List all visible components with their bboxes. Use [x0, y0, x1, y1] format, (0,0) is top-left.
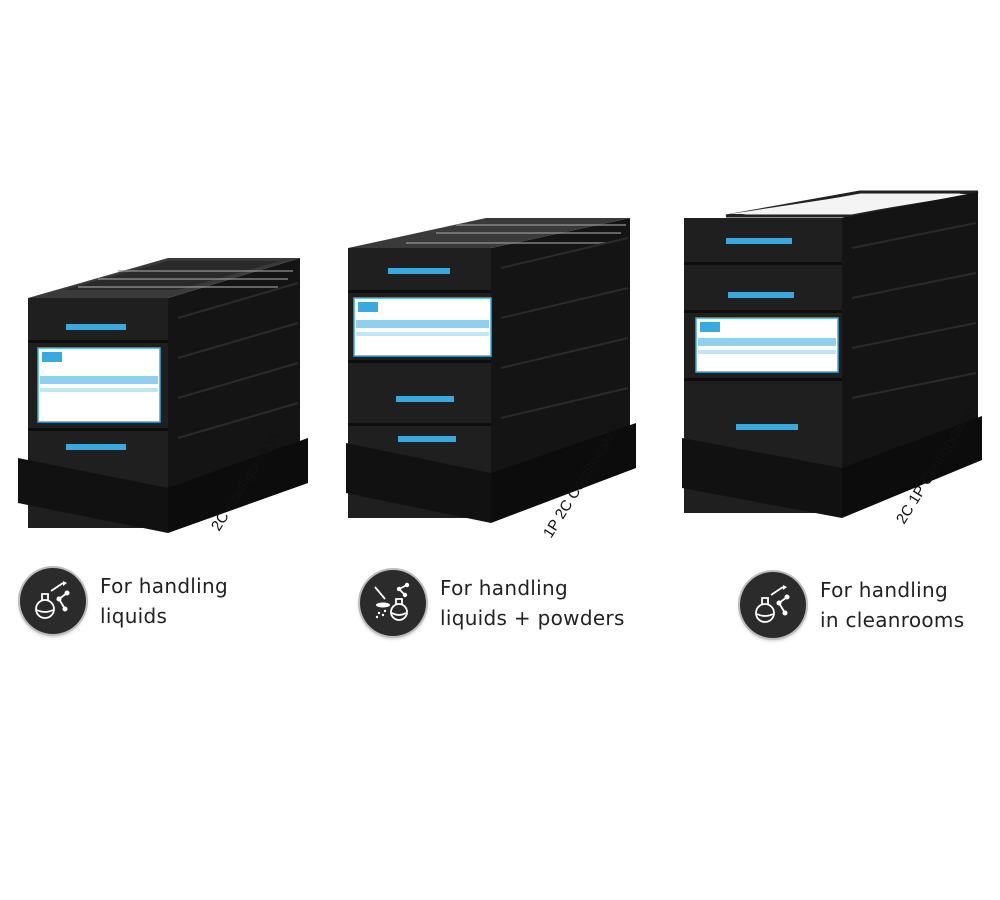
flask-powder-molecule-icon	[360, 570, 426, 636]
product-image-2c	[18, 258, 308, 533]
feature-line-2: liquids	[100, 604, 168, 628]
feature-line-1: For handling	[820, 578, 948, 602]
feature-text-cleanrooms: For handling in cleanrooms	[820, 575, 964, 635]
feature-line-2: in cleanrooms	[820, 608, 965, 632]
product-2c-configuration	[18, 248, 308, 548]
feature-text-liquids: For handling liquids	[100, 571, 228, 631]
product-2c-1p-configuration	[682, 188, 982, 528]
product-image-1p-2c	[346, 218, 636, 523]
product-image-2c-1p	[682, 190, 982, 518]
feature-cleanrooms: For handling in cleanrooms	[740, 572, 964, 638]
feature-text-liquids-powders: For handling liquids + powders	[440, 573, 625, 633]
feature-line-2: liquids + powders	[440, 606, 625, 630]
feature-liquids-powders: For handling liquids + powders	[360, 570, 625, 636]
flask-molecule-icon	[740, 572, 806, 638]
feature-line-1: For handling	[440, 576, 568, 600]
feature-liquids: For handling liquids	[20, 568, 228, 634]
product-1p-2c-configuration	[346, 208, 636, 538]
feature-line-1: For handling	[100, 574, 228, 598]
flask-molecule-icon	[20, 568, 86, 634]
